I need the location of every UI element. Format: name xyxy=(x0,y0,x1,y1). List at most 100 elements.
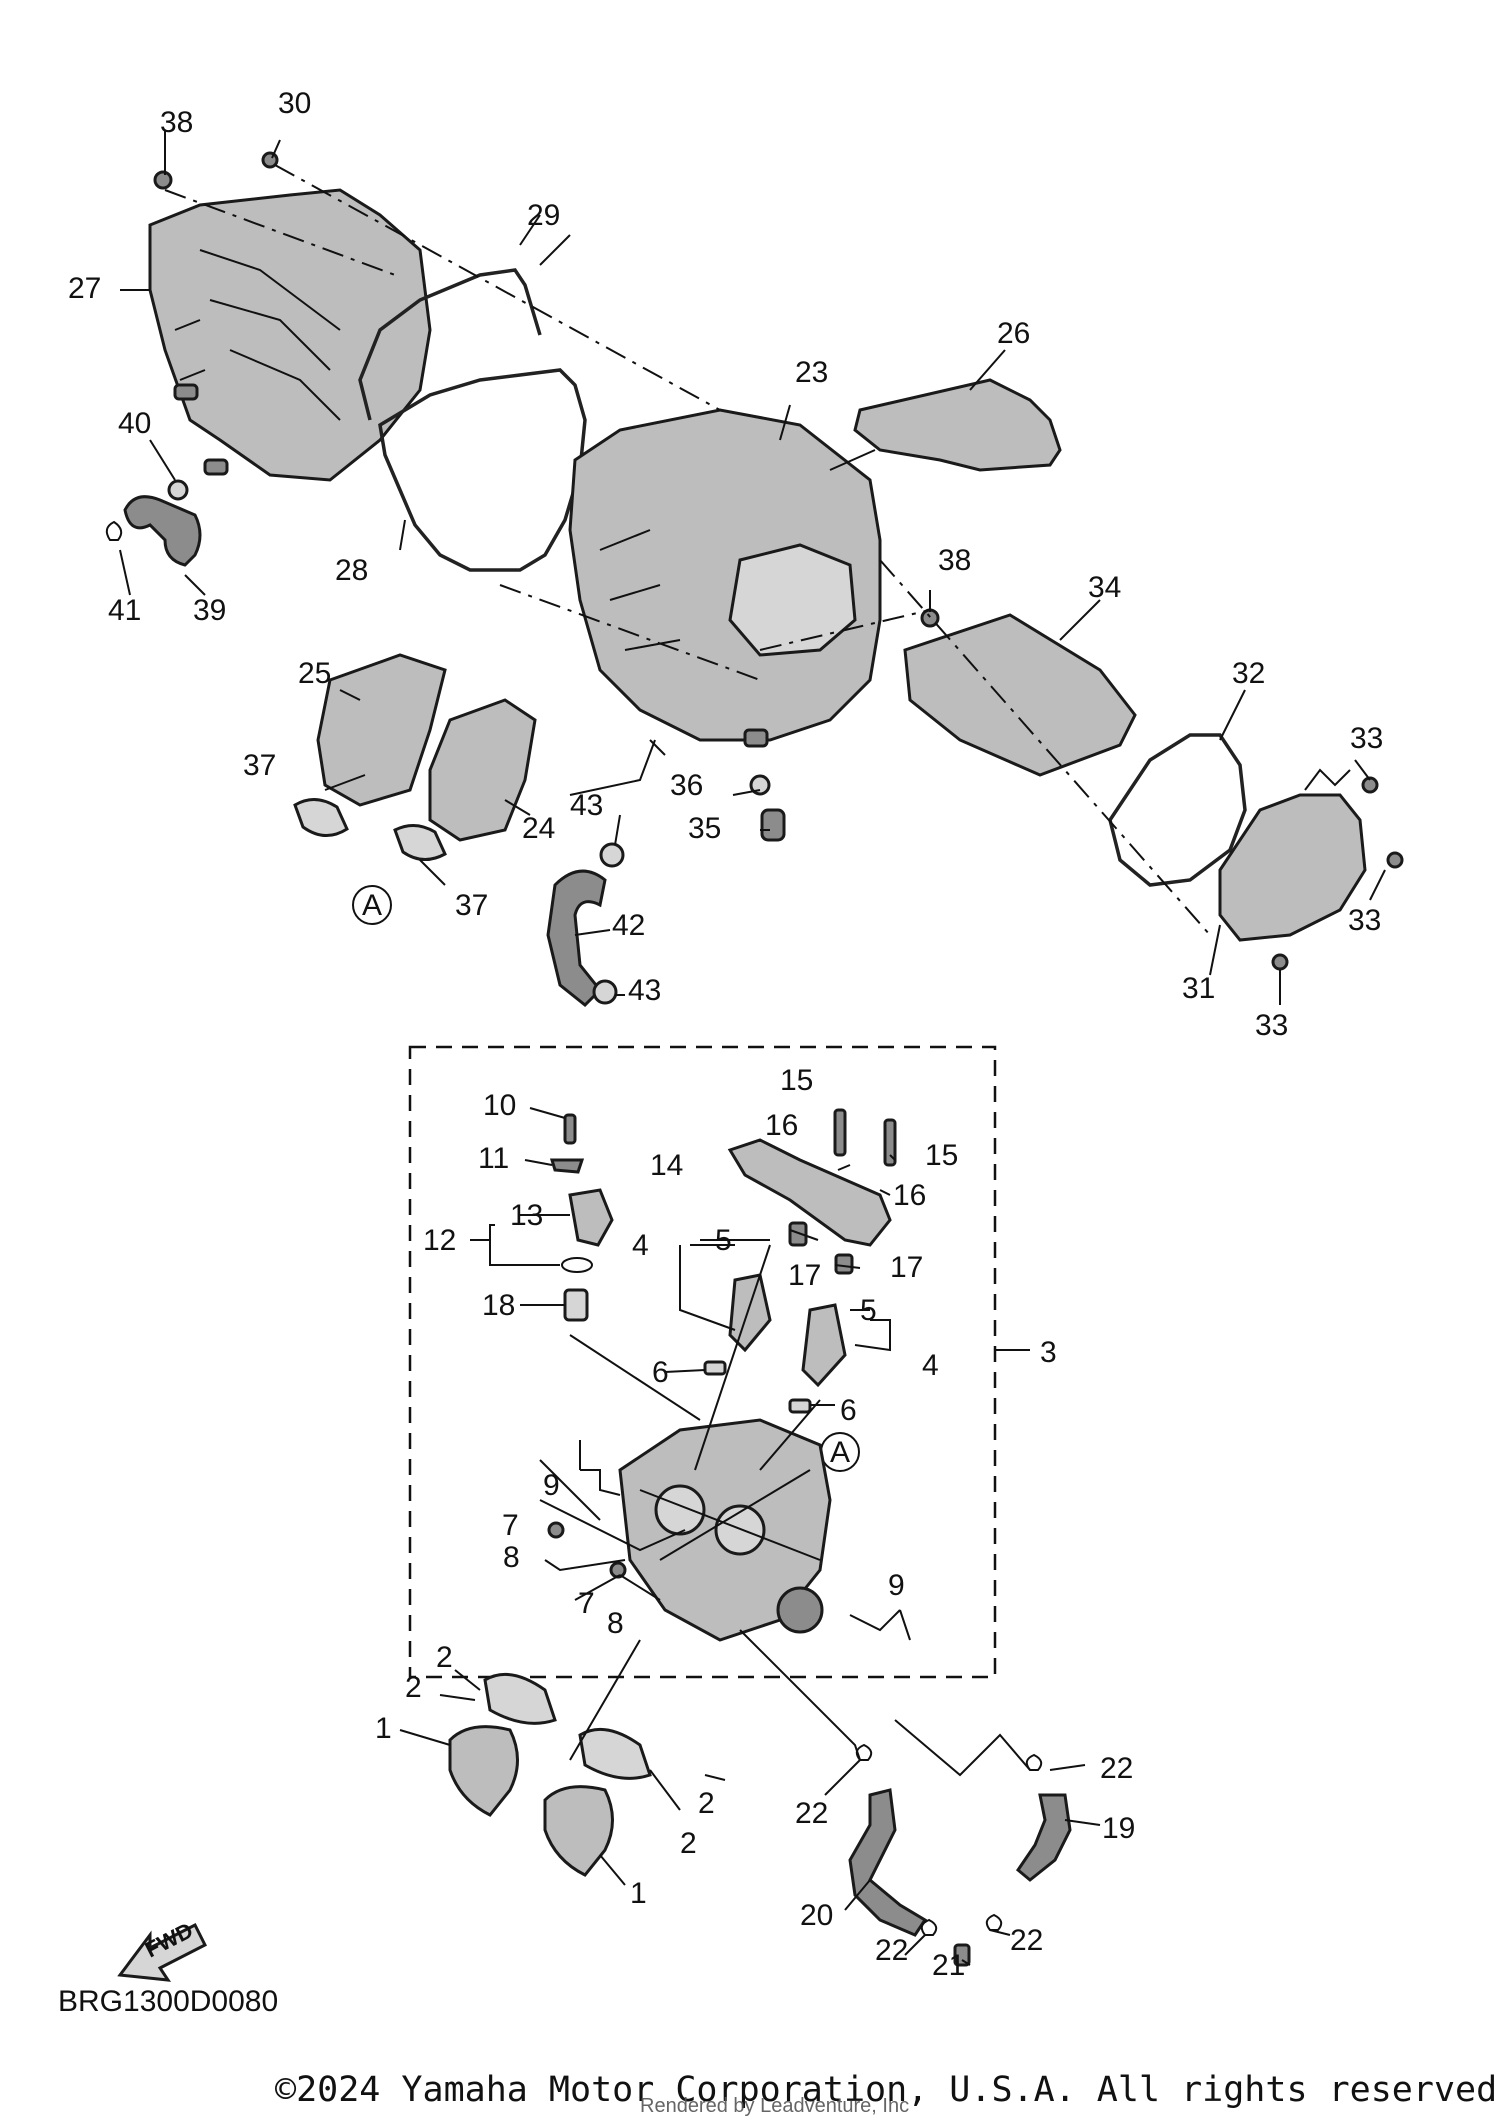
watermark: Rendered by Leadventure, Inc xyxy=(640,2095,910,2117)
callout: 33 xyxy=(1348,904,1381,937)
seal xyxy=(703,1360,727,1376)
leader-lines xyxy=(119,130,1386,1005)
callout: 17 xyxy=(788,1259,821,1292)
callout: 1 xyxy=(630,1877,647,1910)
intake-joint xyxy=(448,1725,519,1817)
callout: 42 xyxy=(612,909,645,942)
callout: 16 xyxy=(893,1179,926,1212)
hose-clamp xyxy=(592,979,618,1005)
callout: 9 xyxy=(543,1469,560,1502)
callout: 27 xyxy=(68,272,101,305)
callout: 40 xyxy=(118,407,151,440)
callout: 6 xyxy=(652,1356,669,1389)
bolt xyxy=(153,170,173,190)
callout: 1 xyxy=(375,1712,392,1745)
joint xyxy=(953,1943,971,1967)
throttle-body xyxy=(618,1418,832,1642)
callout: 21 xyxy=(932,1949,965,1982)
callout: 26 xyxy=(997,317,1030,350)
callout: 28 xyxy=(335,554,368,587)
callout: 22 xyxy=(1100,1752,1133,1785)
callout: 43 xyxy=(628,974,661,1007)
o-ring xyxy=(561,1257,593,1273)
intake-duct xyxy=(853,378,1062,472)
leader-lines xyxy=(1304,768,1351,791)
fuel-rail xyxy=(727,1138,892,1247)
callout: 15 xyxy=(780,1064,813,1097)
callout: 24 xyxy=(522,812,555,845)
intake-funnel-left xyxy=(316,653,447,807)
callout: 17 xyxy=(890,1251,923,1284)
filter-cover xyxy=(1218,793,1367,942)
callout: 41 xyxy=(108,594,141,627)
callout: 2 xyxy=(680,1827,697,1860)
callout: 9 xyxy=(888,1569,905,1602)
seal xyxy=(834,1253,854,1275)
callout: 2 xyxy=(436,1641,453,1674)
callout: 5 xyxy=(715,1224,732,1257)
leader-lines xyxy=(470,1107,1030,1641)
clip xyxy=(749,774,771,796)
clamp xyxy=(293,798,349,837)
callout: 5 xyxy=(860,1294,877,1327)
callout: 35 xyxy=(688,812,721,845)
callout: 29 xyxy=(527,199,560,232)
air-filter xyxy=(903,613,1137,777)
reference-a-label: A xyxy=(362,889,382,922)
callout: 33 xyxy=(1350,722,1383,755)
callout: 37 xyxy=(243,749,276,782)
callout: 14 xyxy=(650,1149,683,1182)
clamp xyxy=(393,824,447,861)
callout: 31 xyxy=(1182,972,1215,1005)
sensor xyxy=(568,1188,614,1247)
callout: 2 xyxy=(405,1671,422,1704)
callout: 38 xyxy=(160,106,193,139)
callout: 25 xyxy=(298,657,331,690)
callout: 34 xyxy=(1088,571,1121,604)
callout: 18 xyxy=(482,1289,515,1322)
vacuum-hose xyxy=(848,1788,928,1937)
callout: 4 xyxy=(632,1229,649,1262)
intake-funnel-right xyxy=(428,698,537,842)
callout: 38 xyxy=(938,544,971,577)
callout: 15 xyxy=(925,1139,958,1172)
callout: 32 xyxy=(1232,657,1265,690)
screw xyxy=(547,1521,565,1539)
drain-hose xyxy=(123,495,202,567)
callout: 22 xyxy=(795,1797,828,1830)
fuel-injector xyxy=(801,1303,847,1388)
callout: 39 xyxy=(193,594,226,627)
callout: 37 xyxy=(455,889,488,922)
copyright-notice: ©2024 Yamaha Motor Corporation, U.S.A. A… xyxy=(275,2070,1500,2110)
hose-clip xyxy=(855,1743,1043,1936)
seal xyxy=(788,1221,808,1247)
bolt xyxy=(261,151,279,169)
callout: 8 xyxy=(607,1607,624,1640)
callout: 2 xyxy=(698,1787,715,1820)
bolt xyxy=(1361,776,1379,794)
callout: 22 xyxy=(875,1934,908,1967)
bolt xyxy=(1386,851,1404,869)
callout: 8 xyxy=(503,1541,520,1574)
callout: 36 xyxy=(670,769,703,802)
leader-lines xyxy=(399,1629,1101,1966)
fwd-arrow: FWD xyxy=(117,1917,208,1982)
clamp xyxy=(578,1727,652,1780)
bracket xyxy=(549,1158,585,1174)
callout: 11 xyxy=(478,1142,509,1175)
screw xyxy=(609,1561,627,1579)
bolt xyxy=(1271,953,1289,971)
leader-lines xyxy=(579,1440,621,1496)
reference-a-circle xyxy=(352,885,392,925)
callout: 12 xyxy=(423,1224,456,1257)
callout: 23 xyxy=(795,356,828,389)
airbox-cover xyxy=(148,188,432,482)
airbox-case xyxy=(568,408,882,748)
throttle-body-assembly-box xyxy=(408,1045,997,1679)
seal xyxy=(788,1398,812,1414)
leader-lines xyxy=(694,1244,821,1471)
plug xyxy=(760,808,786,842)
callout: 19 xyxy=(1102,1812,1135,1845)
callout: 30 xyxy=(278,87,311,120)
